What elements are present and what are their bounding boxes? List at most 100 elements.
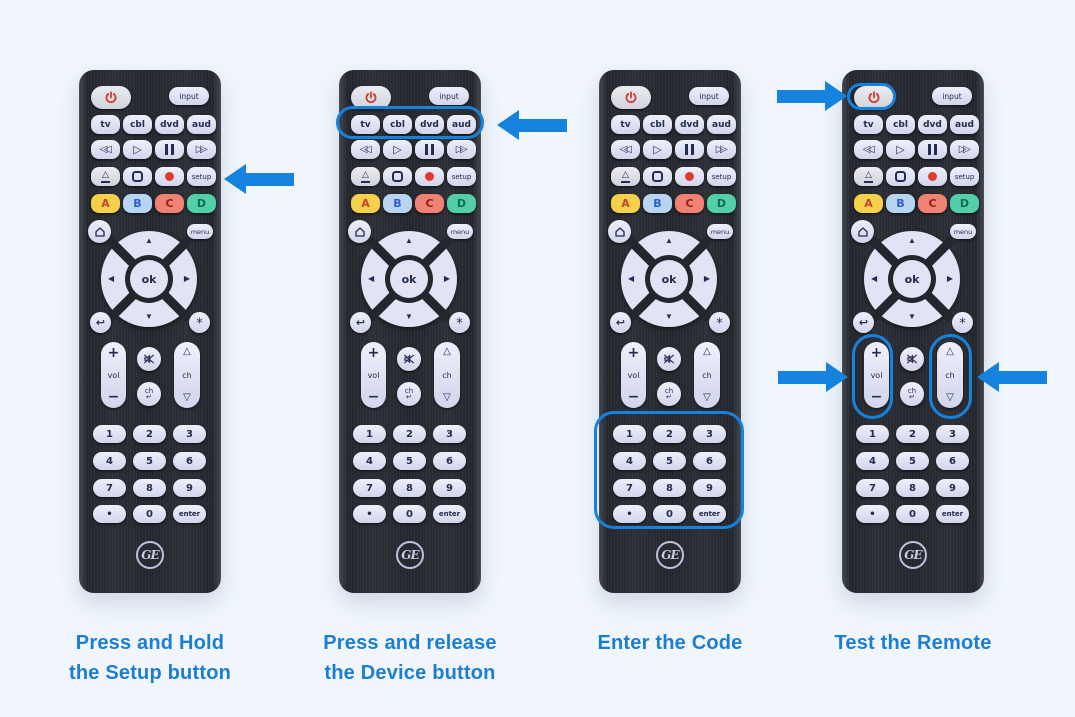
channel-rocker[interactable]: △ch▽ [434,342,460,408]
last-channel-button[interactable]: ch↵ [137,382,161,406]
pause-button[interactable] [675,140,704,159]
ok-button[interactable]: ok [130,260,168,298]
mute-button[interactable] [900,347,924,371]
volume-rocker[interactable]: +vol− [361,342,386,408]
key-3[interactable]: 3 [936,425,969,443]
last-channel-button[interactable]: ch↵ [397,382,421,406]
key-dot[interactable]: • [856,505,889,523]
stop-button[interactable] [886,167,915,186]
device-button-tv[interactable]: tv [351,115,380,134]
home-button[interactable] [851,220,874,243]
color-button-b[interactable]: B [123,194,152,213]
home-button[interactable] [88,220,111,243]
color-button-b[interactable]: B [383,194,412,213]
key-enter[interactable]: enter [693,505,726,523]
key-4[interactable]: 4 [353,452,386,470]
ok-button[interactable]: ok [650,260,688,298]
key-enter[interactable]: enter [433,505,466,523]
color-button-d[interactable]: D [447,194,476,213]
key-8[interactable]: 8 [653,479,686,497]
play-button[interactable]: ▷ [383,140,412,159]
last-channel-button[interactable]: ch↵ [900,382,924,406]
key-0[interactable]: 0 [896,505,929,523]
rewind-button[interactable]: ◁◁ [854,140,883,159]
menu-button[interactable]: menu [950,224,976,239]
key-enter[interactable]: enter [173,505,206,523]
record-button[interactable] [675,167,704,186]
key-2[interactable]: 2 [896,425,929,443]
setup-button[interactable]: setup [447,167,476,186]
key-5[interactable]: 5 [133,452,166,470]
device-button-dvd[interactable]: dvd [918,115,947,134]
key-1[interactable]: 1 [93,425,126,443]
color-button-a[interactable]: A [91,194,120,213]
key-7[interactable]: 7 [353,479,386,497]
stop-button[interactable] [643,167,672,186]
key-3[interactable]: 3 [433,425,466,443]
device-button-dvd[interactable]: dvd [155,115,184,134]
color-button-b[interactable]: B [643,194,672,213]
key-6[interactable]: 6 [433,452,466,470]
device-button-aud[interactable]: aud [950,115,979,134]
star-button[interactable]: * [709,312,730,333]
color-button-c[interactable]: C [675,194,704,213]
color-button-a[interactable]: A [351,194,380,213]
dpad[interactable]: ▲◀▶▼ok [361,231,457,327]
device-button-dvd[interactable]: dvd [415,115,444,134]
key-6[interactable]: 6 [173,452,206,470]
home-button[interactable] [608,220,631,243]
back-button[interactable]: ↩ [350,312,371,333]
record-button[interactable] [415,167,444,186]
color-button-b[interactable]: B [886,194,915,213]
color-button-c[interactable]: C [918,194,947,213]
fast-forward-button[interactable]: ▷▷ [950,140,979,159]
key-5[interactable]: 5 [653,452,686,470]
star-button[interactable]: * [449,312,470,333]
color-button-d[interactable]: D [707,194,736,213]
key-4[interactable]: 4 [856,452,889,470]
key-7[interactable]: 7 [856,479,889,497]
home-button[interactable] [348,220,371,243]
channel-rocker[interactable]: △ch▽ [174,342,200,408]
ok-button[interactable]: ok [390,260,428,298]
eject-button[interactable]: △ [854,167,883,186]
play-button[interactable]: ▷ [123,140,152,159]
color-button-c[interactable]: C [155,194,184,213]
key-3[interactable]: 3 [173,425,206,443]
dpad[interactable]: ▲◀▶▼ok [621,231,717,327]
device-button-cbl[interactable]: cbl [383,115,412,134]
pause-button[interactable] [155,140,184,159]
stop-button[interactable] [123,167,152,186]
color-button-a[interactable]: A [611,194,640,213]
rewind-button[interactable]: ◁◁ [91,140,120,159]
key-5[interactable]: 5 [896,452,929,470]
key-9[interactable]: 9 [173,479,206,497]
menu-button[interactable]: menu [447,224,473,239]
key-0[interactable]: 0 [653,505,686,523]
device-button-aud[interactable]: aud [707,115,736,134]
device-button-cbl[interactable]: cbl [886,115,915,134]
input-button[interactable]: input [689,87,729,105]
setup-button[interactable]: setup [950,167,979,186]
back-button[interactable]: ↩ [610,312,631,333]
key-6[interactable]: 6 [936,452,969,470]
power-button[interactable] [611,86,651,109]
key-0[interactable]: 0 [393,505,426,523]
key-6[interactable]: 6 [693,452,726,470]
input-button[interactable]: input [429,87,469,105]
stop-button[interactable] [383,167,412,186]
key-3[interactable]: 3 [693,425,726,443]
device-button-cbl[interactable]: cbl [123,115,152,134]
record-button[interactable] [155,167,184,186]
power-button[interactable] [91,86,131,109]
device-button-tv[interactable]: tv [611,115,640,134]
rewind-button[interactable]: ◁◁ [351,140,380,159]
eject-button[interactable]: △ [611,167,640,186]
device-button-tv[interactable]: tv [854,115,883,134]
mute-button[interactable] [137,347,161,371]
key-8[interactable]: 8 [133,479,166,497]
record-button[interactable] [918,167,947,186]
dpad[interactable]: ▲◀▶▼ok [864,231,960,327]
key-dot[interactable]: • [613,505,646,523]
color-button-d[interactable]: D [950,194,979,213]
